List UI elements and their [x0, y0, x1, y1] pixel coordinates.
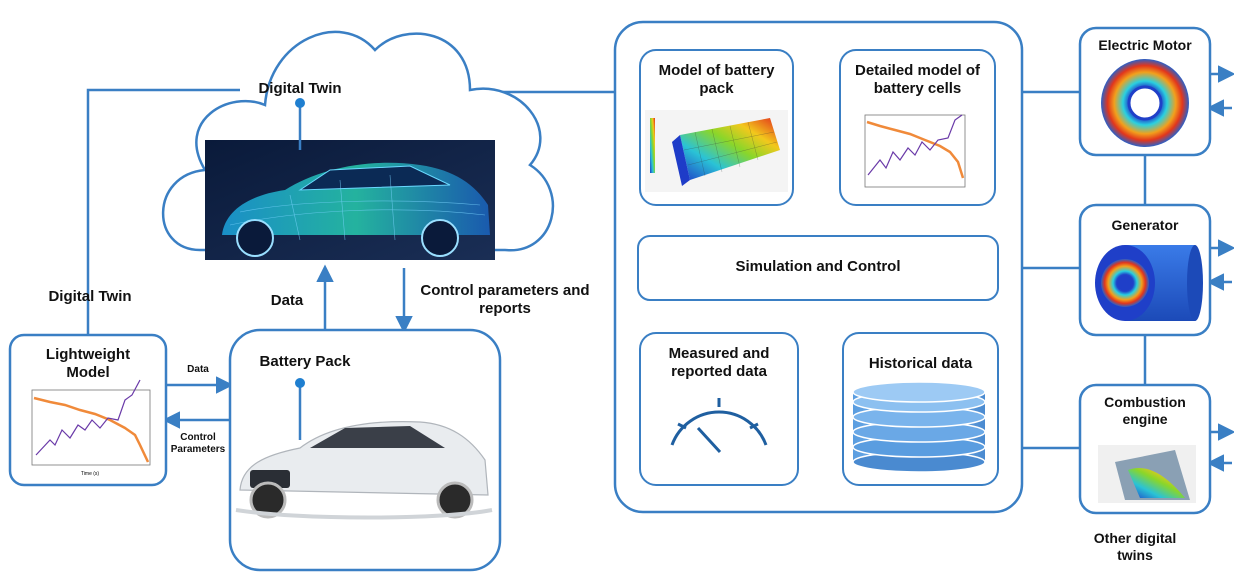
- connections: [86, 65, 1234, 472]
- detailed-cells-label: Detailed model of battery cells: [854, 62, 981, 97]
- cloud-label: Digital Twin: [258, 80, 342, 97]
- line-cloud-to-lightweight: [86, 88, 240, 335]
- control-down-label: Control parameters and reports: [420, 282, 590, 317]
- battery-pack-label: Battery Pack: [259, 353, 351, 370]
- cloud-node-dot: [295, 98, 305, 108]
- generator-label: Generator: [1111, 217, 1179, 233]
- measured-data-label: Measured and reported data: [668, 345, 770, 380]
- other-twins-label: Other digital twins: [1093, 530, 1177, 563]
- gauge-icon: [670, 398, 768, 454]
- combustion-engine-label: Combustion engine: [1104, 394, 1186, 427]
- lightweight-model-label: Lightweight Model: [45, 346, 131, 381]
- cell-chart-image: [864, 114, 966, 188]
- data-up-label: Data: [270, 292, 304, 309]
- electric-motor-label: Electric Motor: [1098, 37, 1192, 53]
- battery-node-dot: [295, 378, 305, 388]
- historical-data-label: Historical data: [868, 355, 973, 372]
- data-small-label: Data: [187, 364, 209, 375]
- combustion-image: [1098, 445, 1196, 503]
- control-small-label: Control Parameters: [170, 432, 226, 455]
- motor-image: [1101, 59, 1189, 147]
- digital-car-image: [205, 140, 495, 260]
- measured-data-box: [639, 332, 799, 486]
- battery-pack-heatmap-image: [645, 110, 788, 192]
- model-battery-pack-label: Model of battery pack: [658, 62, 775, 97]
- database-icon: [852, 381, 986, 473]
- lightweight-chart-image: Time (s): [31, 379, 151, 477]
- audi-car-image: [235, 421, 493, 520]
- simulation-control-label: Simulation and Control: [735, 258, 901, 275]
- generator-image: [1095, 245, 1203, 321]
- digital-twin-edge-label: Digital Twin: [48, 288, 132, 305]
- simulation-control-box: [637, 235, 999, 301]
- svg-text:Time (s): Time (s): [81, 471, 99, 477]
